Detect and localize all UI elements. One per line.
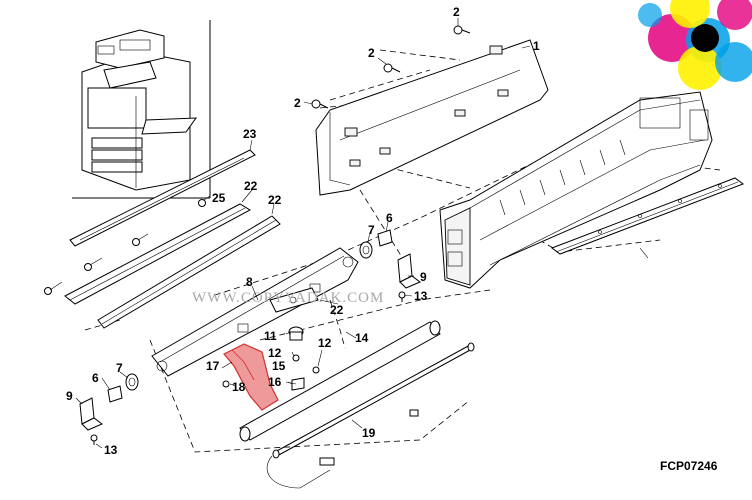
screw-13-right (398, 291, 406, 302)
callout-7-right: 7 (368, 223, 375, 237)
screw-22-d (44, 287, 52, 295)
callout-18: 19 (362, 426, 376, 440)
callout-23: 22 (268, 193, 282, 207)
callout-21: 23 (243, 127, 257, 141)
gear-7-left (125, 373, 139, 391)
copier-thumbnail (72, 20, 211, 199)
screw-2-middle (383, 63, 401, 73)
gear-7-right (359, 241, 373, 259)
thermostat-11 (288, 326, 304, 341)
callout-6-right: 6 (386, 211, 393, 225)
screw-2-bottom (311, 99, 329, 109)
callout-12-b: 12 (318, 336, 332, 350)
callout-1: 1 (533, 39, 540, 53)
callout-6-left: 6 (92, 371, 99, 385)
callout-13-right: 13 (414, 289, 428, 303)
heater-lamp (266, 342, 475, 489)
screw-13-left (90, 434, 98, 445)
callout-11: 11 (264, 329, 277, 343)
callout-7-left: 7 (116, 361, 123, 375)
watermark-text: WWW.COPYYADAK.COM (192, 290, 384, 306)
screw-22-b (132, 238, 140, 246)
leader-lines (49, 18, 649, 449)
seal-strip (69, 149, 256, 247)
lower-guide-plate (97, 215, 281, 329)
fuser-unit-assembly (439, 91, 713, 289)
screw-12-a (292, 354, 300, 362)
screw-17 (222, 380, 230, 388)
screw-22-c (84, 263, 92, 271)
callout-12-a: 12 (268, 346, 282, 360)
highlighted-lever-16 (223, 343, 279, 411)
bushing-6-left (107, 385, 123, 403)
callout-22-a: 25 (212, 191, 226, 205)
callout-19: 22 (330, 303, 344, 317)
bracket-9-right (397, 253, 421, 289)
callout-14: 14 (355, 331, 369, 345)
guide-plate (64, 203, 252, 305)
screw-12-b (312, 366, 320, 374)
main-frame (151, 247, 359, 377)
upper-cover-frame (315, 39, 549, 196)
heat-roller (239, 320, 441, 442)
callout-2-top: 2 (453, 5, 460, 19)
callout-16: 17 (206, 359, 220, 373)
callout-8: 8 (246, 275, 253, 289)
bracket-9-left (79, 397, 103, 431)
screw-2-top (453, 25, 471, 35)
callout-20: 22 (244, 179, 258, 193)
callout-2-middle: 2 (368, 46, 375, 60)
callout-13-left: 13 (104, 443, 118, 457)
figure-id: FCP07246 (660, 459, 718, 473)
callout-9-right: 9 (420, 270, 427, 284)
callout-5: 15 (272, 359, 286, 373)
callout-2-bottom: 2 (294, 96, 301, 110)
callout-9-left: 9 (66, 389, 73, 403)
callout-15: 16 (268, 375, 282, 389)
screw-22-a (198, 199, 206, 207)
color-circles-logo (638, 0, 752, 90)
fuser-rail (550, 177, 745, 255)
bushing-6-right (377, 229, 393, 247)
thermistor-plate (269, 287, 319, 313)
callout-17: 18 (232, 380, 246, 394)
clip-15 (291, 377, 305, 391)
